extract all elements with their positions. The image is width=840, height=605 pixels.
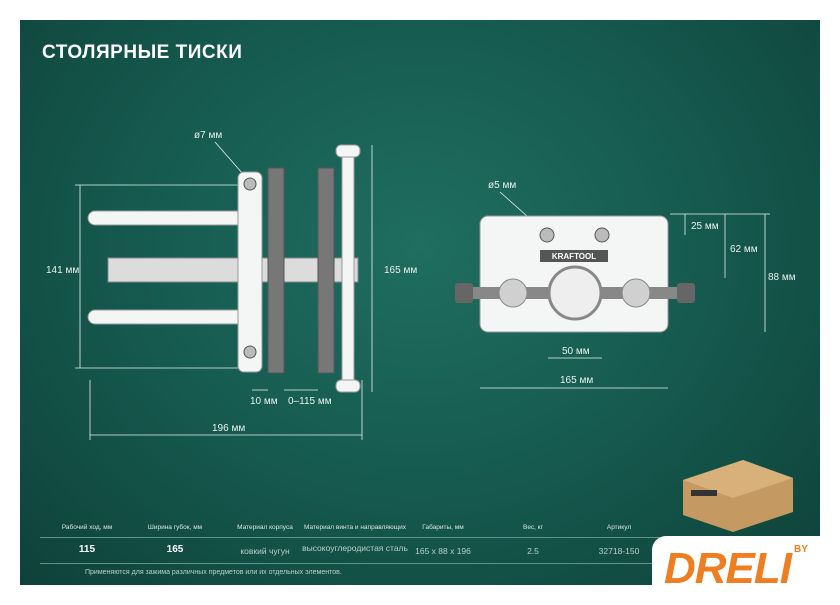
dim-height-left: 141 мм [46, 265, 80, 276]
dim-hole-right: ø5 мм [488, 180, 517, 191]
dim-hole-left: ø7 мм [194, 130, 223, 141]
td-body-material: ковкий чугун [240, 546, 290, 556]
front-view: KRAFTOOL [455, 215, 695, 333]
th-dimensions: Габариты, мм [422, 524, 464, 531]
logo-by: BY [794, 544, 808, 555]
th-body-material: Материал корпуса [237, 524, 293, 531]
kraftool-plate-logo: KRAFTOOL [552, 252, 596, 261]
td-weight: 2.5 [527, 546, 539, 556]
dim-length: 196 мм [212, 423, 246, 434]
dim-88: 88 мм [768, 272, 796, 283]
dreli-logo: DRELI BY [652, 536, 840, 605]
th-jaw-width: Ширина губок, мм [147, 524, 203, 531]
dim-62: 62 мм [730, 244, 758, 255]
th-travel: Рабочий ход, мм [61, 524, 113, 531]
dim-25: 25 мм [691, 221, 719, 232]
th-article: Артикул [606, 524, 632, 531]
th-weight: Вес, кг [522, 524, 544, 531]
td-jaw-width: 165 [166, 544, 184, 555]
usage-note: Применяются для зажима различных предмет… [85, 569, 342, 576]
td-article: 32718-150 [598, 546, 640, 556]
logo-text: DRELI [664, 544, 792, 593]
table-divider [40, 537, 660, 538]
page-title: СТОЛЯРНЫЕ ТИСКИ [42, 42, 243, 63]
dim-50: 50 мм [562, 346, 590, 357]
dim-jaw: 10 мм [250, 396, 278, 407]
th-screw-material: Материал винта и направляющих [303, 524, 407, 531]
table-divider [40, 563, 660, 564]
td-travel: 115 [78, 544, 96, 555]
dim-height-mid: 165 мм [384, 265, 418, 276]
td-dimensions: 165 x 88 x 196 [415, 546, 471, 556]
product-box-image [683, 460, 793, 532]
dim-width-right: 165 мм [560, 375, 594, 386]
td-screw-material: высокоуглеродистая сталь [302, 543, 408, 553]
dimension-lines [75, 141, 770, 440]
side-view [87, 144, 361, 393]
dim-travel: 0–115 мм [288, 396, 332, 407]
